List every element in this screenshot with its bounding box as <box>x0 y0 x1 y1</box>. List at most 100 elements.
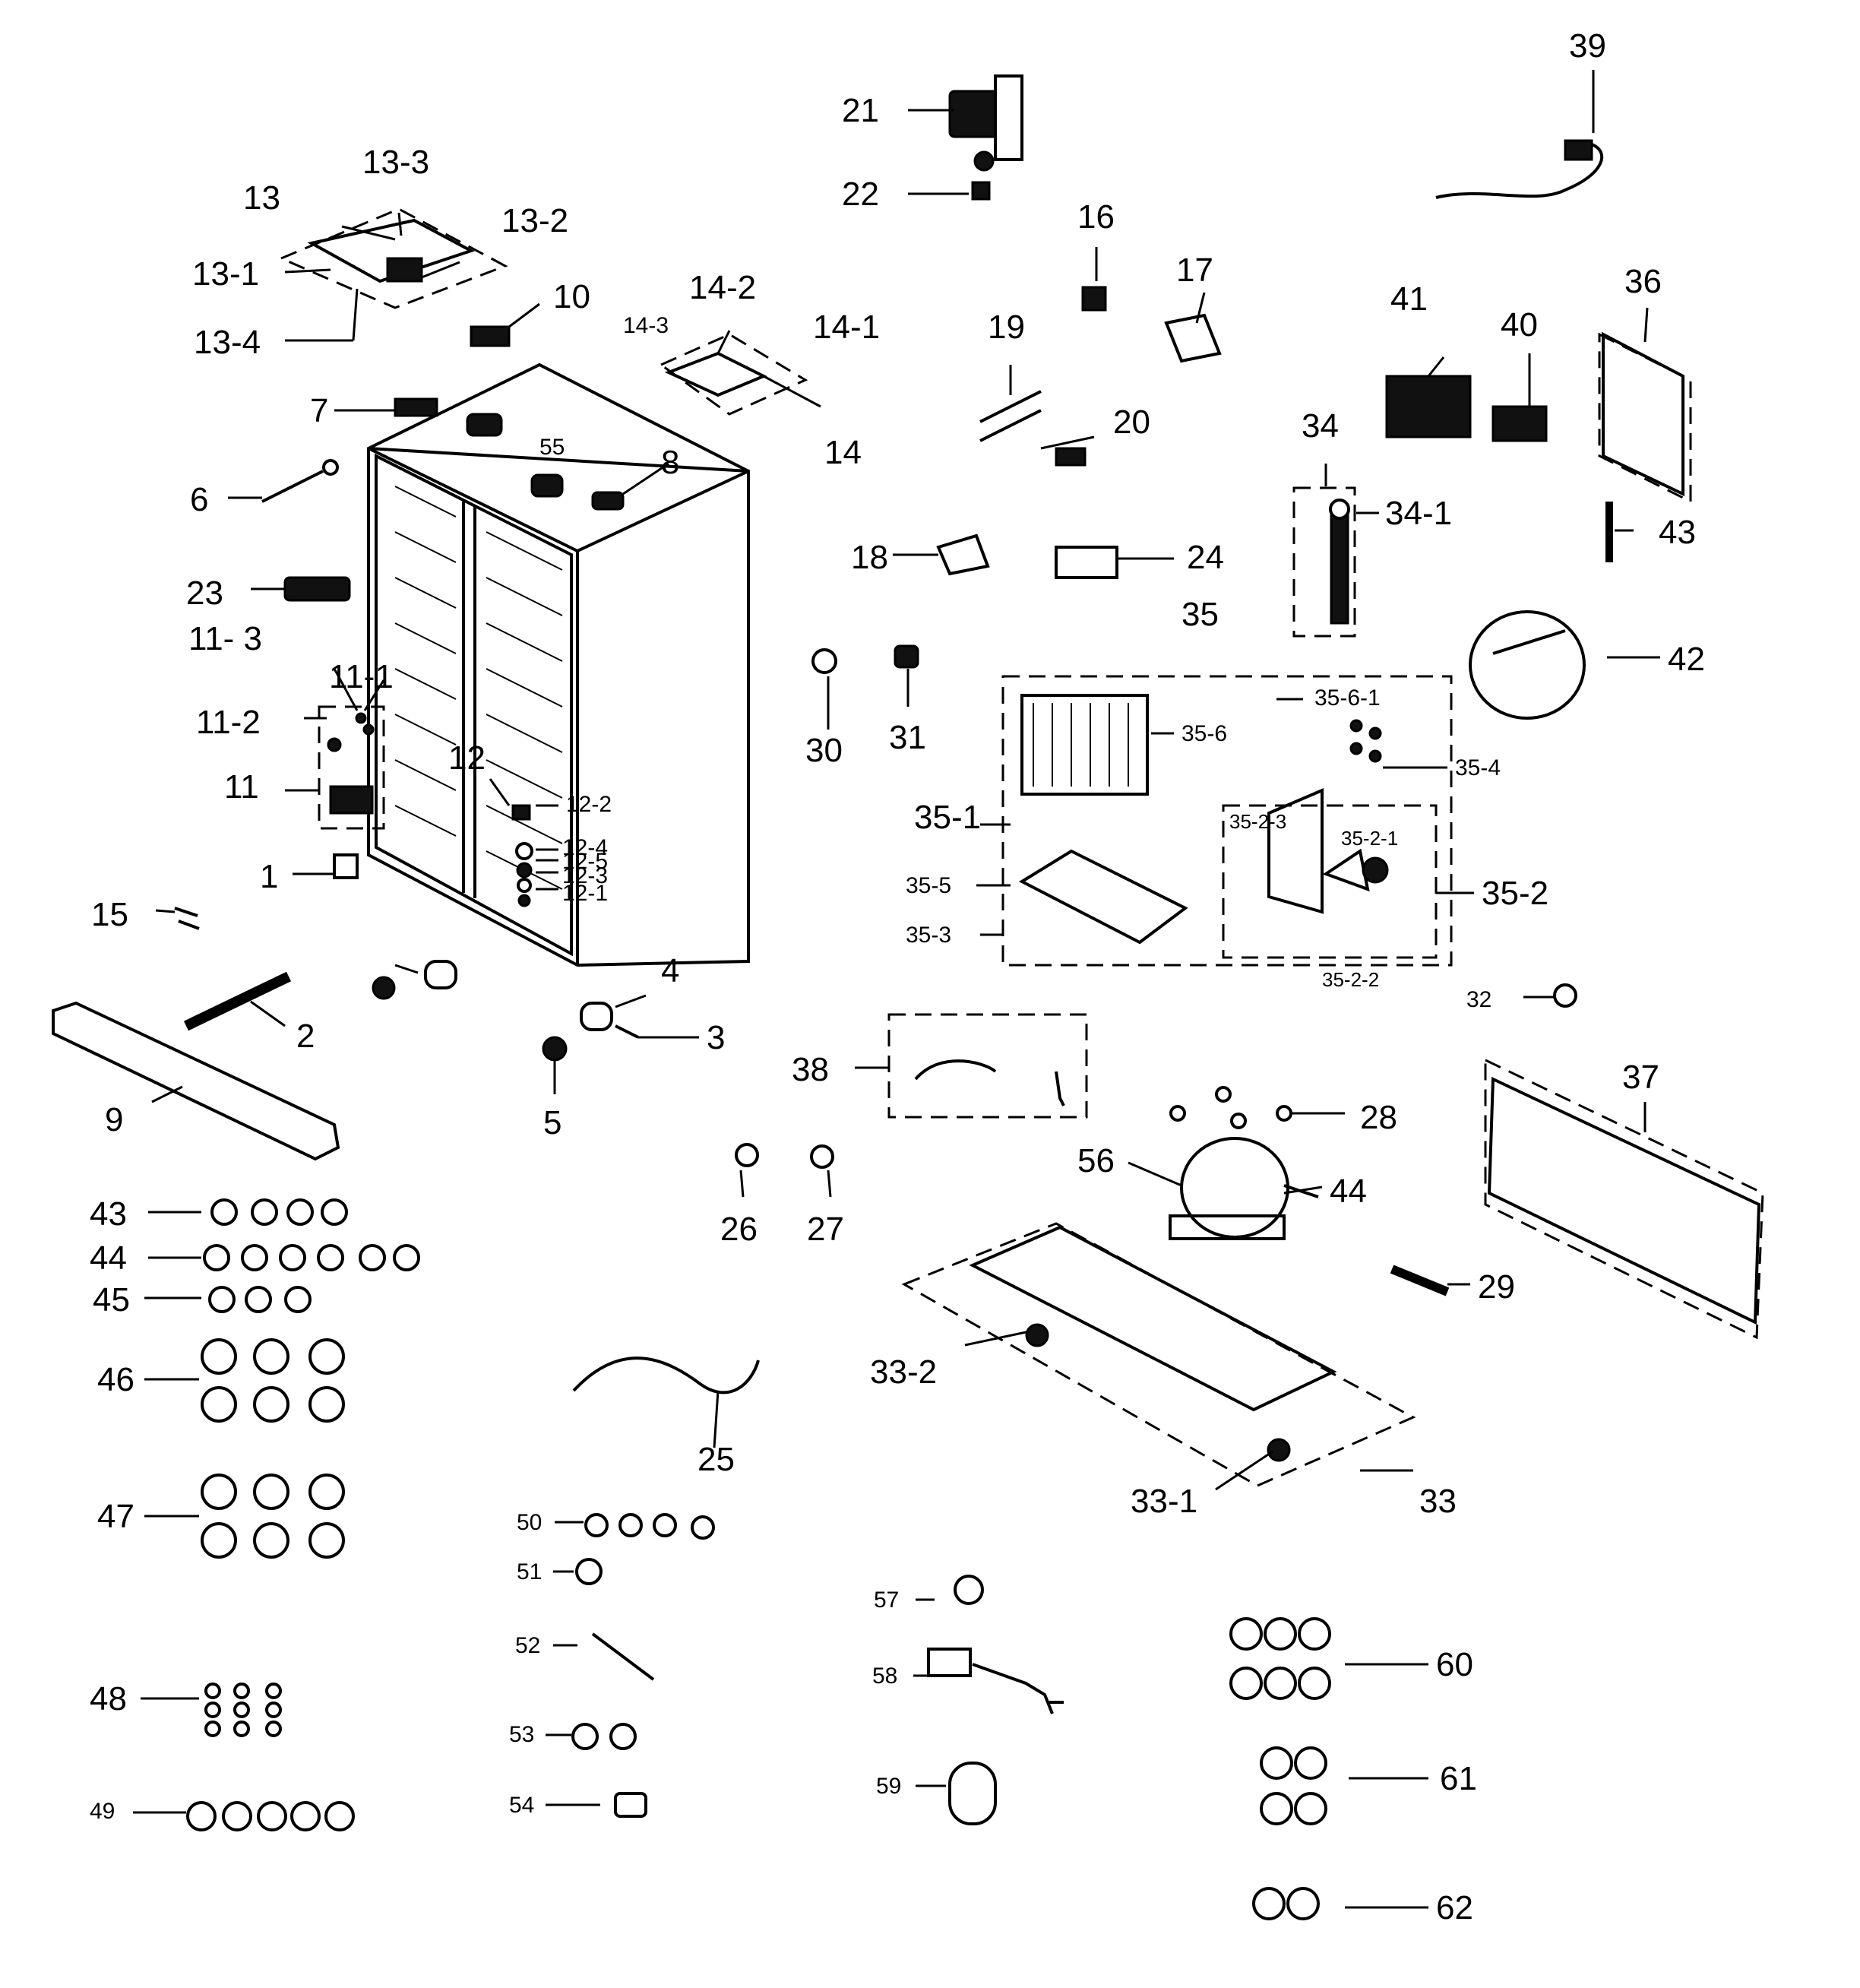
part-30-damper <box>811 648 837 674</box>
part-35-2-2-fan-blade <box>1322 848 1370 892</box>
cabinet-drawing <box>333 362 750 967</box>
part-52-pin <box>591 1632 655 1681</box>
callout-12-5: 12-5 <box>562 849 608 874</box>
part-48-washers <box>204 1683 282 1737</box>
box-38 <box>887 1013 1088 1119</box>
screw-row-49 <box>186 1801 355 1831</box>
callout-30: 30 <box>805 732 843 769</box>
top-hinge-plate-part <box>307 218 476 283</box>
callout-50: 50 <box>517 1510 542 1535</box>
callout-38: 38 <box>792 1051 829 1088</box>
callout-2: 2 <box>296 1018 315 1055</box>
part-35-2-1-fan-motor <box>1362 856 1389 884</box>
callout-44-screws: 44 <box>90 1239 127 1277</box>
callout-53: 53 <box>509 1722 534 1747</box>
box-13 <box>278 207 508 309</box>
callout-33-2: 33-2 <box>870 1353 937 1391</box>
callout-12-1: 12-1 <box>562 881 608 906</box>
callout-36: 36 <box>1624 263 1662 300</box>
callout-35-2: 35-2 <box>1482 875 1548 912</box>
part-26-grommet <box>735 1143 759 1167</box>
callout-21: 21 <box>842 92 879 129</box>
callout-17: 17 <box>1176 252 1213 289</box>
callout-35-3: 35-3 <box>906 923 951 948</box>
part-24-heater <box>1055 546 1118 579</box>
wire-harness-part <box>1435 143 1604 199</box>
callout-12-2: 12-2 <box>566 792 612 817</box>
callout-22: 22 <box>842 176 879 213</box>
callout-29: 29 <box>1478 1268 1515 1306</box>
callout-11: 11 <box>224 768 259 806</box>
leader-lines <box>133 70 1660 1909</box>
callout-27: 27 <box>807 1211 844 1248</box>
callout-28: 28 <box>1360 1099 1397 1136</box>
part-29-capillary <box>1390 1265 1450 1296</box>
callout-58: 58 <box>872 1664 897 1689</box>
callout-39: 39 <box>1569 27 1606 65</box>
callout-13-1: 13-1 <box>192 255 259 293</box>
callout-7: 7 <box>310 392 328 429</box>
part-27-grommet <box>810 1144 834 1169</box>
callout-35-1: 35-1 <box>914 799 981 836</box>
callout-56: 56 <box>1077 1142 1115 1179</box>
part-15-clip <box>174 907 200 930</box>
part-40-sub-pcb <box>1491 405 1548 442</box>
callout-47: 47 <box>97 1498 134 1535</box>
callout-13-4: 13-4 <box>194 324 261 361</box>
screw-row-50 <box>584 1513 715 1540</box>
part-10-cover <box>470 325 511 347</box>
callout-labels: 39 21 22 13-3 13 13-2 13-1 13-4 10 16 17… <box>90 27 1705 1926</box>
callout-35-2-1: 35-2-1 <box>1341 827 1398 850</box>
part-6-cord <box>261 470 324 503</box>
screw-row-53 <box>571 1723 637 1750</box>
box-35-2 <box>1222 804 1438 959</box>
callout-33: 33 <box>1419 1483 1457 1520</box>
callout-6: 6 <box>190 481 208 518</box>
callout-54: 54 <box>509 1793 534 1818</box>
callout-24: 24 <box>1187 539 1224 576</box>
callout-60: 60 <box>1436 1646 1473 1683</box>
callout-61: 61 <box>1440 1760 1477 1797</box>
screw-row-60 <box>1229 1617 1331 1700</box>
callout-34-1: 34-1 <box>1385 495 1452 532</box>
callout-35-4: 35-4 <box>1455 755 1501 780</box>
callout-13: 13 <box>243 179 280 217</box>
callout-48: 48 <box>90 1680 127 1717</box>
callout-11-2: 11-2 <box>196 704 261 741</box>
box-11 <box>318 705 385 830</box>
callout-49: 49 <box>90 1799 115 1824</box>
callout-46: 46 <box>97 1361 134 1398</box>
callout-12-4: 12-4 <box>562 835 608 860</box>
callout-43-screws: 43 <box>90 1195 127 1233</box>
callout-45: 45 <box>93 1281 130 1318</box>
callout-35-2-2: 35-2-2 <box>1322 968 1379 991</box>
part-9-base-grille <box>52 1001 340 1161</box>
callout-14-3: 14-3 <box>623 313 669 338</box>
callout-20: 20 <box>1113 404 1150 441</box>
part-55-bracket <box>530 473 564 498</box>
callout-11-1: 11-1 <box>329 658 394 695</box>
screw-row-44 <box>203 1244 420 1271</box>
callout-55: 55 <box>539 435 565 460</box>
callout-13-2: 13-2 <box>501 202 568 239</box>
callout-5: 5 <box>543 1104 561 1141</box>
top-hinge-block-left <box>466 413 503 437</box>
part-58-sensor <box>927 1648 972 1677</box>
callout-1: 1 <box>260 858 278 895</box>
screw-row-62 <box>1252 1887 1320 1920</box>
part-20-sensor <box>1055 447 1087 467</box>
assembly-boxes <box>278 207 1764 1487</box>
part-25-ground-wire <box>572 1356 760 1394</box>
callout-42: 42 <box>1668 641 1705 678</box>
top-hinge-right-part <box>664 351 767 397</box>
part-35-5-drain-pan <box>1018 849 1188 945</box>
callout-35-2-3: 35-2-3 <box>1229 810 1286 833</box>
part-8-hinge <box>591 491 625 511</box>
callout-3: 3 <box>707 1019 725 1056</box>
callout-15: 15 <box>91 896 128 933</box>
part-37-rear-cover <box>1487 1076 1761 1325</box>
callout-35-6: 35-6 <box>1181 721 1227 746</box>
callout-44-compressor: 44 <box>1330 1173 1367 1210</box>
callout-12: 12 <box>448 739 486 777</box>
part-31-cap <box>894 644 919 669</box>
